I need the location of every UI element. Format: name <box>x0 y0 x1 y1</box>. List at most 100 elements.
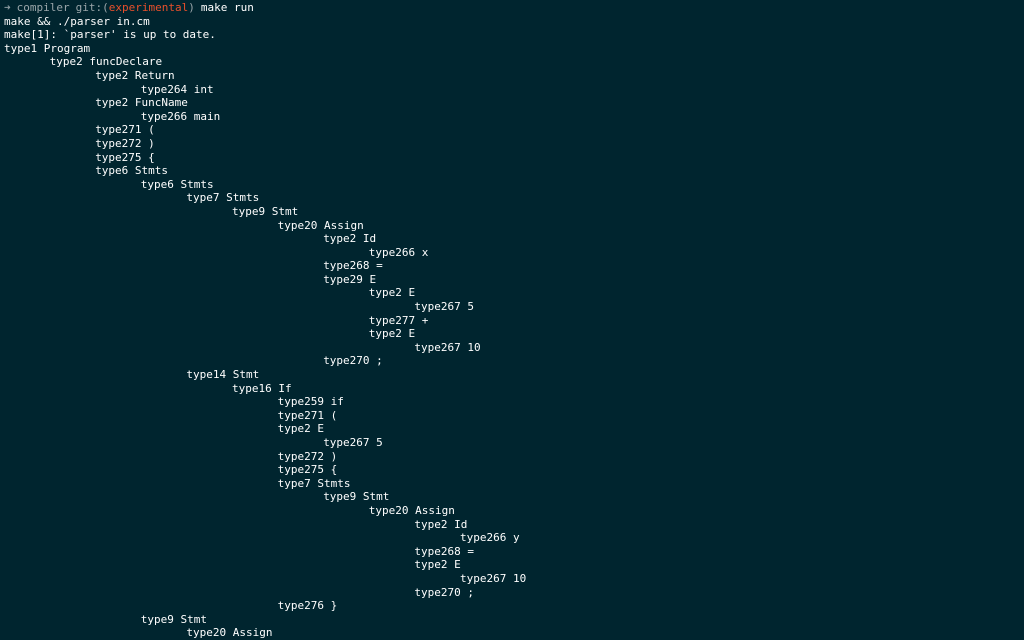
output-line-text: type267 10 <box>460 571 527 585</box>
output-line-text: make && ./parser in.cm <box>4 14 150 28</box>
typed-command: make run <box>200 1 254 14</box>
output-line: type20 Assign <box>4 626 1024 640</box>
output-line-text: type270 ; <box>323 354 383 368</box>
output-line: type2 FuncName <box>4 96 1024 110</box>
output-line: type272 ) <box>4 450 1024 464</box>
output-line-text: type2 Id <box>414 517 468 531</box>
output-line: type275 { <box>4 151 1024 165</box>
output-line-text: type268 = <box>323 259 383 273</box>
output-line-text: type266 y <box>460 531 520 545</box>
output-line-text: type20 Assign <box>186 626 273 640</box>
prompt-directory: compiler <box>16 1 70 14</box>
output-line: make && ./parser in.cm <box>4 15 1024 29</box>
output-line-text: type266 main <box>140 109 221 123</box>
git-branch: experimental <box>108 1 189 14</box>
output-line: type271 ( <box>4 409 1024 423</box>
output-line: type2 E <box>4 286 1024 300</box>
output-line-text: type6 Stmts <box>95 164 169 178</box>
output-line: make[1]: `parser' is up to date. <box>4 28 1024 42</box>
output-line: type2 E <box>4 558 1024 572</box>
output-line: type266 x <box>4 246 1024 260</box>
output-line: type9 Stmt <box>4 490 1024 504</box>
prompt-line: ➜ compiler git:( experimental ) make run <box>4 1 1024 15</box>
output-line: type7 Stmts <box>4 477 1024 491</box>
output-line: type266 main <box>4 110 1024 124</box>
output-line-text: type2 Return <box>95 68 175 82</box>
output-line-text: type271 ( <box>95 123 155 137</box>
output-line: type2 E <box>4 422 1024 436</box>
output-line-text: type277 + <box>368 313 429 327</box>
output-line: type2 Id <box>4 232 1024 246</box>
output-line: type2 E <box>4 327 1024 341</box>
output-line: type2 funcDeclare <box>4 55 1024 69</box>
output-line: type14 Stmt <box>4 368 1024 382</box>
output-line-text: type266 x <box>368 245 429 259</box>
output-line-text: type2 E <box>277 422 324 436</box>
output-line-text: type259 if <box>277 395 344 409</box>
output-line-text: type2 Id <box>323 232 377 246</box>
prompt-arrow-icon: ➜ <box>4 1 11 14</box>
output-line: type20 Assign <box>4 219 1024 233</box>
output-line: type270 ; <box>4 586 1024 600</box>
output-line: type20 Assign <box>4 504 1024 518</box>
output-line-text: type2 funcDeclare <box>49 55 163 69</box>
output-line-text: type267 10 <box>414 340 481 354</box>
output-line: type29 E <box>4 273 1024 287</box>
output-line-text: type270 ; <box>414 585 474 599</box>
output-line: type267 5 <box>4 436 1024 450</box>
output-line: type6 Stmts <box>4 164 1024 178</box>
output-line-text: type1 Program <box>4 41 91 55</box>
output-line: type1 Program <box>4 42 1024 56</box>
output-line-text: type16 If <box>232 381 292 395</box>
output-line-text: type275 { <box>277 463 338 477</box>
output-line-text: type9 Stmt <box>323 490 390 504</box>
output-line-text: type7 Stmts <box>186 191 260 205</box>
output-line-text: type20 Assign <box>368 503 455 517</box>
output-line: type268 = <box>4 545 1024 559</box>
output-line: type267 10 <box>4 572 1024 586</box>
output-line-text: type267 5 <box>414 300 474 314</box>
output-line-text: type272 ) <box>95 136 155 150</box>
output-line-text: type275 { <box>95 150 155 164</box>
git-suffix: ) <box>188 1 195 14</box>
output-line-text: type2 E <box>414 558 461 572</box>
output-line: type2 Return <box>4 69 1024 83</box>
output-line-text: type29 E <box>323 272 377 286</box>
output-line-text: type9 Stmt <box>140 612 208 626</box>
output-line-text: type267 5 <box>323 436 383 449</box>
output-line: type270 ; <box>4 354 1024 368</box>
output-line: type266 y <box>4 531 1024 545</box>
output-line-text: type2 E <box>368 327 416 341</box>
output-line: type277 + <box>4 314 1024 328</box>
output-line-text: make[1]: `parser' is up to date. <box>4 28 216 42</box>
output-line: type267 10 <box>4 341 1024 355</box>
output-line-text: type20 Assign <box>277 218 364 232</box>
output-line: type264 int <box>4 83 1024 97</box>
git-prefix: git:( <box>75 1 109 14</box>
output-line: type2 Id <box>4 518 1024 532</box>
output-line-text: type14 Stmt <box>186 368 260 382</box>
output-line: type9 Stmt <box>4 205 1024 219</box>
output-line: type16 If <box>4 382 1024 396</box>
output-line: type271 ( <box>4 123 1024 137</box>
output-line-text: type6 Stmts <box>140 177 214 191</box>
output-line: type9 Stmt <box>4 613 1024 627</box>
output-line-text: type264 int <box>140 82 214 96</box>
output-line: type267 5 <box>4 300 1024 314</box>
output-line: type275 { <box>4 463 1024 477</box>
output-line-text: type272 ) <box>277 449 338 463</box>
output-line-text: type276 } <box>277 599 338 613</box>
output-line: type276 } <box>4 599 1024 613</box>
output-line: type259 if <box>4 395 1024 409</box>
output-line: type6 Stmts <box>4 178 1024 192</box>
output-line-text: type9 Stmt <box>232 204 299 218</box>
output-line-text: type268 = <box>414 544 474 558</box>
output-line: type272 ) <box>4 137 1024 151</box>
output-line-text: type2 E <box>368 286 416 300</box>
output-line-text: type2 FuncName <box>95 96 188 110</box>
output-line: type7 Stmts <box>4 191 1024 205</box>
output-line-text: type271 ( <box>277 408 338 422</box>
output-line-text: type7 Stmts <box>277 476 351 490</box>
